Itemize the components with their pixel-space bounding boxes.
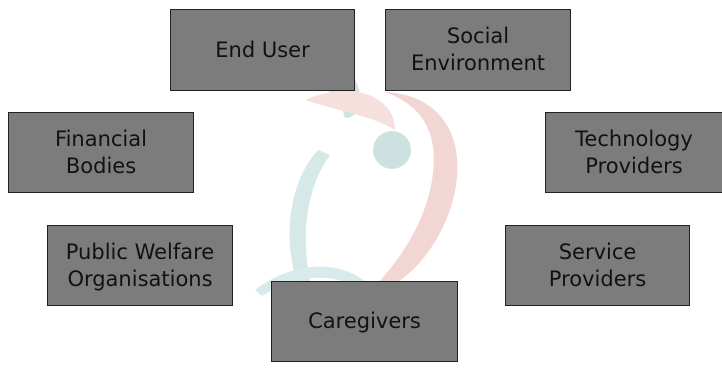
node-financial-bodies-label-line1: Financial	[55, 126, 147, 151]
node-technology-providers-label-line1: Technology	[575, 126, 693, 151]
watermark-head-dot	[373, 131, 411, 169]
node-social-environment-label-line2: Environment	[410, 51, 546, 75]
node-service-providers-label-line1: Service	[558, 239, 637, 264]
node-service-providers: Service Providers	[505, 225, 690, 306]
node-public-welfare-label-line2: Organisations	[67, 266, 213, 291]
watermark-red-crescent	[360, 92, 458, 300]
node-public-welfare-label-line1: Public Welfare	[65, 239, 215, 264]
node-social-environment: Social Environment	[385, 9, 571, 91]
node-financial-bodies: Financial Bodies	[8, 112, 194, 193]
node-financial-bodies-label-line2: Bodies	[65, 153, 137, 178]
node-end-user-label: End User	[215, 37, 310, 62]
watermark-red-crescent-inner	[305, 91, 395, 130]
watermark-teal-base	[255, 266, 380, 300]
node-social-environment-label-line1: Social	[446, 24, 510, 48]
node-caregivers-label: Caregivers	[308, 309, 421, 333]
node-technology-providers-label-line2: Providers	[585, 153, 683, 178]
node-technology-providers: Technology Providers	[545, 112, 722, 193]
node-end-user: End User	[170, 9, 355, 91]
node-caregivers: Caregivers	[271, 281, 458, 362]
watermark-teal-stroke-lower	[289, 150, 330, 290]
node-public-welfare-organisations: Public Welfare Organisations	[47, 225, 233, 306]
node-service-providers-label-line2: Providers	[548, 266, 647, 291]
